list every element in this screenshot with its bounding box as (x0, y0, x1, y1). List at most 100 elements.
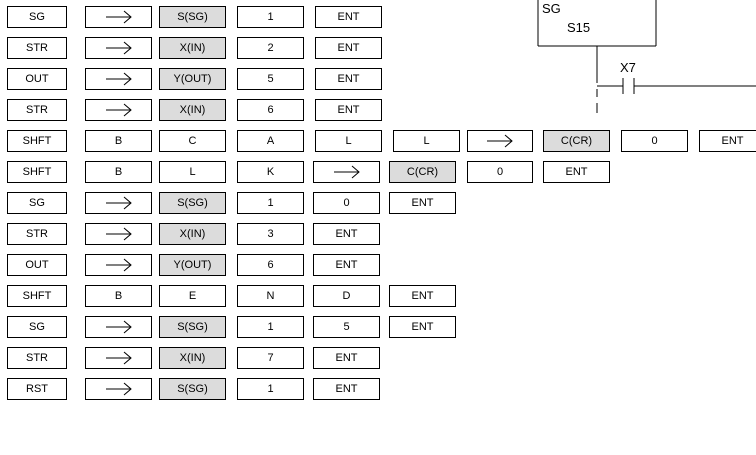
key-s-sg: S(SG) (159, 6, 226, 28)
key-y-out: Y(OUT) (159, 254, 226, 276)
arrow-key (85, 254, 152, 276)
arrow-icon-svg (105, 41, 132, 55)
key-shft: SHFT (7, 130, 67, 152)
key-s-sg: S(SG) (159, 316, 226, 338)
arrow-key (313, 161, 380, 183)
arrow-icon (104, 41, 134, 55)
arrow-icon (104, 196, 134, 210)
key-c: C (159, 130, 226, 152)
key-shft: SHFT (7, 161, 67, 183)
arrow-icon-svg (105, 320, 132, 334)
arrow-icon-svg (333, 165, 360, 179)
contact-x7: X7 (597, 60, 756, 94)
key-ent: ENT (543, 161, 610, 183)
arrow-key (85, 37, 152, 59)
key-0: 0 (467, 161, 533, 183)
arrow-icon (104, 10, 134, 24)
key-ent: ENT (313, 347, 380, 369)
arrow-icon (104, 320, 134, 334)
key-a: A (237, 130, 304, 152)
key-ent: ENT (315, 99, 382, 121)
arrow-icon-svg (487, 134, 513, 148)
key-3: 3 (237, 223, 304, 245)
key-str: STR (7, 347, 67, 369)
arrow-icon-svg (105, 72, 132, 86)
key-l: L (159, 161, 226, 183)
key-c-cr: C(CR) (543, 130, 610, 152)
arrow-icon-svg (105, 227, 132, 241)
arrow-icon (332, 165, 362, 179)
arrow-key (85, 192, 152, 214)
key-str: STR (7, 99, 67, 121)
key-n: N (237, 285, 304, 307)
key-l: L (315, 130, 382, 152)
stage-box: SG S15 (537, 0, 657, 47)
key-b: B (85, 161, 152, 183)
key-2: 2 (237, 37, 304, 59)
key-b: B (85, 130, 152, 152)
key-x-in: X(IN) (159, 99, 226, 121)
arrow-icon (104, 382, 134, 396)
arrow-icon (104, 72, 134, 86)
key-str: STR (7, 223, 67, 245)
key-x-in: X(IN) (159, 223, 226, 245)
arrow-key (85, 99, 152, 121)
sg-label: SG (542, 1, 561, 16)
key-sg: SG (7, 6, 67, 28)
arrow-key (85, 378, 152, 400)
key-1: 1 (237, 378, 304, 400)
arrow-key (85, 223, 152, 245)
key-ent: ENT (699, 130, 756, 152)
contact-label: X7 (620, 60, 636, 75)
key-1: 1 (237, 316, 304, 338)
arrow-icon (485, 134, 515, 148)
arrow-key (85, 316, 152, 338)
key-s-sg: S(SG) (159, 378, 226, 400)
key-0: 0 (621, 130, 688, 152)
key-b: B (85, 285, 152, 307)
arrow-icon (104, 103, 134, 117)
key-k: K (237, 161, 304, 183)
arrow-icon (104, 351, 134, 365)
key-d: D (313, 285, 380, 307)
key-ent: ENT (389, 192, 456, 214)
key-l: L (393, 130, 460, 152)
arrow-icon (104, 227, 134, 241)
key-5: 5 (237, 68, 304, 90)
arrow-icon-svg (105, 10, 132, 24)
key-ent: ENT (313, 378, 380, 400)
arrow-icon-svg (105, 196, 132, 210)
key-e: E (159, 285, 226, 307)
key-ent: ENT (313, 223, 380, 245)
key-1: 1 (237, 192, 304, 214)
arrow-icon-svg (105, 258, 132, 272)
key-out: OUT (7, 68, 67, 90)
key-sg: SG (7, 316, 67, 338)
arrow-icon-svg (105, 103, 132, 117)
key-5: 5 (313, 316, 380, 338)
key-str: STR (7, 37, 67, 59)
key-6: 6 (237, 99, 304, 121)
key-0: 0 (313, 192, 380, 214)
arrow-key (85, 68, 152, 90)
arrow-key (85, 347, 152, 369)
arrow-key (85, 6, 152, 28)
key-ent: ENT (313, 254, 380, 276)
key-ent: ENT (315, 37, 382, 59)
key-1: 1 (237, 6, 304, 28)
arrow-icon (104, 258, 134, 272)
key-ent: ENT (389, 316, 456, 338)
arrow-icon-svg (105, 382, 132, 396)
stage-label: S15 (567, 20, 590, 35)
key-6: 6 (237, 254, 304, 276)
key-x-in: X(IN) (159, 37, 226, 59)
key-7: 7 (237, 347, 304, 369)
key-y-out: Y(OUT) (159, 68, 226, 90)
key-ent: ENT (315, 68, 382, 90)
key-ent: ENT (389, 285, 456, 307)
key-rst: RST (7, 378, 67, 400)
key-c-cr: C(CR) (389, 161, 456, 183)
key-ent: ENT (315, 6, 382, 28)
arrow-icon-svg (105, 351, 132, 365)
